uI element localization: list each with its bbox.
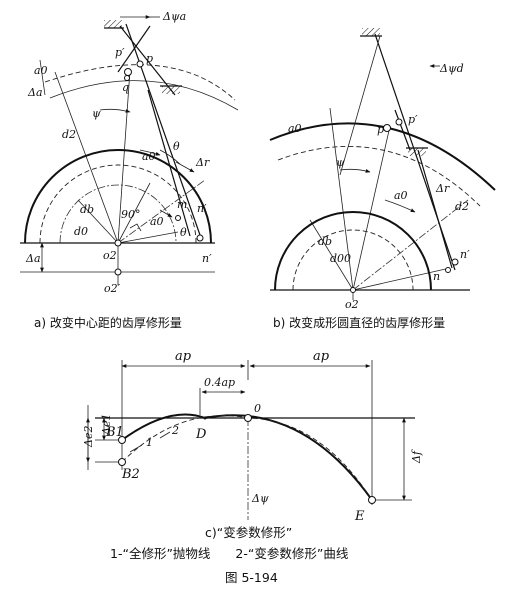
label-ap: ap bbox=[175, 349, 192, 364]
label-90deg: 90° bbox=[121, 208, 141, 221]
curve-2-solid bbox=[204, 414, 373, 501]
label-curve-1: 1 bbox=[146, 436, 153, 449]
label-a0-b-panel: a0 bbox=[288, 122, 302, 135]
label-zero: 0 bbox=[254, 402, 261, 415]
label-b1: B1 bbox=[105, 425, 124, 440]
label-delta-psi-a: Δψa bbox=[162, 10, 186, 23]
label-delta-a: Δa bbox=[25, 252, 41, 265]
caption-panel-c: c)“变参数修形” bbox=[205, 525, 292, 540]
label-psi-b: ψ bbox=[336, 156, 345, 169]
ground-hatch-icon bbox=[408, 148, 426, 156]
label-delta-psi: Δψ bbox=[251, 492, 269, 505]
label-0-4ap: 0.4ap bbox=[204, 376, 235, 389]
label-d2-b: d2 bbox=[455, 200, 469, 213]
label-p-b: p bbox=[377, 123, 384, 136]
label-delta-e1: Δe1 bbox=[100, 414, 113, 436]
panel-a-diagram bbox=[20, 15, 239, 285]
label-delta-r-b: Δr bbox=[435, 182, 450, 195]
label-a0-b: a0 bbox=[142, 150, 156, 163]
label-d: D bbox=[195, 427, 207, 442]
center-point-o2-b bbox=[350, 287, 356, 293]
ground-hatch-icon bbox=[362, 28, 380, 36]
label-n-prime-b2: n′ bbox=[460, 248, 470, 261]
label-d2: d2 bbox=[62, 128, 76, 141]
label-a0-b2: a0 bbox=[394, 189, 408, 202]
label-a0-c: a0 bbox=[150, 215, 164, 228]
panel-b-diagram bbox=[269, 28, 496, 300]
label-m: m bbox=[177, 198, 187, 211]
label-curve-2: 2 bbox=[171, 424, 179, 437]
figure-title: 图 5-194 bbox=[225, 570, 278, 585]
label-n-b: n bbox=[433, 270, 440, 283]
caption-panel-a: a) 改变中心距的齿厚修形量 bbox=[34, 315, 182, 330]
label-delta-f: Δf bbox=[410, 449, 423, 464]
label-delta-a-top: Δa bbox=[27, 86, 43, 99]
label-o2: o2 bbox=[103, 249, 117, 262]
label-ap-right: ap bbox=[313, 349, 330, 364]
label-p-prime-b: p′ bbox=[408, 113, 418, 126]
label-q: q bbox=[122, 81, 129, 94]
label-delta-psi-d: Δψd bbox=[439, 62, 464, 75]
label-o2-b: o2 bbox=[345, 298, 359, 311]
label-n-prime-b: n′ bbox=[202, 252, 212, 265]
label-p-prime: p′ bbox=[115, 46, 125, 59]
label-theta-b: θ bbox=[180, 226, 187, 239]
label-db-b: db bbox=[318, 235, 332, 248]
label-d00: d00 bbox=[330, 252, 351, 265]
outer-dashed-arc bbox=[44, 64, 236, 101]
label-db: db bbox=[80, 203, 94, 216]
caption-panel-b: b) 改变成形圆直径的齿厚修形量 bbox=[273, 315, 445, 330]
label-b2: B2 bbox=[121, 467, 140, 482]
base-circle-arc bbox=[24, 149, 212, 244]
legend-panel-c: 1-“全修形”抛物线 2-“变参数修形”曲线 bbox=[110, 546, 349, 561]
label-p: p bbox=[146, 52, 153, 65]
label-e: E bbox=[354, 509, 365, 524]
label-delta-e2: Δe2 bbox=[82, 426, 95, 448]
label-a0: a0 bbox=[34, 64, 48, 77]
label-n-prime: n′ bbox=[197, 202, 207, 215]
ground-hatch-icon bbox=[104, 20, 122, 28]
label-delta-r: Δr bbox=[195, 156, 210, 169]
panel-c-diagram bbox=[86, 360, 415, 520]
label-psi: ψ bbox=[92, 107, 101, 120]
center-point-o2 bbox=[114, 239, 122, 247]
label-o2-prime: o2′ bbox=[104, 282, 121, 295]
base-circle-b bbox=[274, 211, 432, 291]
label-theta: θ bbox=[173, 140, 180, 153]
label-d0: d0 bbox=[74, 225, 88, 238]
